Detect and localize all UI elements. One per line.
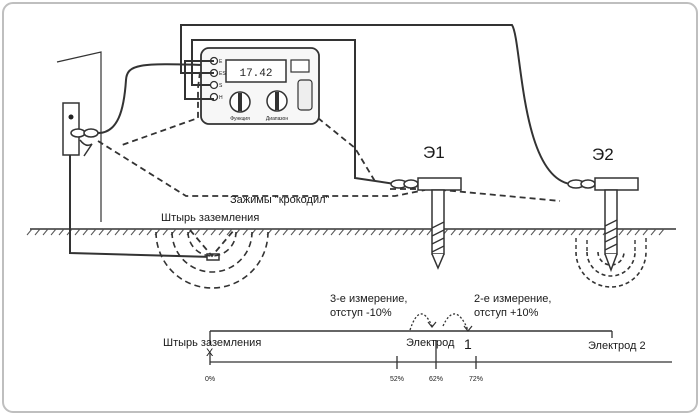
electrode-e1 bbox=[390, 177, 462, 270]
label-measurement-2-line2: отступ +10% bbox=[474, 307, 539, 319]
dashed-route-e1 bbox=[317, 117, 377, 184]
hop-arc-right bbox=[442, 313, 469, 331]
field-arc bbox=[155, 231, 269, 289]
knob-left-label: Функция bbox=[230, 116, 250, 122]
knob-right-label: Диапазон bbox=[266, 116, 288, 122]
wire-to-e1 bbox=[191, 39, 396, 185]
ground-rod bbox=[206, 253, 220, 261]
label-ground-rod-top: Штырь заземления bbox=[161, 212, 259, 224]
terminal-label-e: E bbox=[219, 59, 223, 65]
tester-knob-left[interactable] bbox=[229, 91, 251, 113]
label-electrode-e1: Э1 bbox=[423, 143, 445, 162]
label-electrode-1-num: 1 bbox=[464, 336, 472, 352]
label-pct-52: 52% bbox=[390, 376, 404, 383]
tester-display bbox=[225, 59, 287, 83]
tester-handle bbox=[297, 79, 313, 111]
label-measurement-2-line1: 2-е измерение, bbox=[474, 293, 551, 305]
ground-surface bbox=[26, 228, 676, 236]
label-electrode-1-word: Электрод bbox=[406, 337, 455, 349]
meter-jumper-wire bbox=[184, 60, 214, 100]
wire-to-e2 bbox=[180, 24, 571, 185]
frame-border bbox=[2, 2, 698, 413]
label-pct-0: 0% bbox=[205, 376, 215, 383]
label-clips: Зажимы "крокодил" bbox=[230, 194, 330, 206]
field-arc bbox=[575, 251, 647, 288]
tester-display-value: 17.42 bbox=[239, 68, 272, 80]
terminal-label-s: S bbox=[219, 83, 223, 89]
label-electrode-e2: Э2 bbox=[592, 145, 614, 164]
dashed-route-right bbox=[390, 188, 561, 202]
ground-rod-field-v bbox=[189, 229, 235, 258]
label-measurement-3-line2: отступ -10% bbox=[330, 307, 392, 319]
field-arc bbox=[171, 231, 253, 273]
electrode-e2 bbox=[567, 177, 639, 273]
building-wall bbox=[56, 51, 102, 222]
label-measurement-3-line1: 3-е измерение, bbox=[330, 293, 407, 305]
label-electrode-2: Электрод 2 bbox=[588, 340, 646, 352]
dashed-route-meter bbox=[121, 71, 201, 146]
tester-knob-right[interactable] bbox=[266, 90, 288, 112]
label-ground-rod-bottom: Штырь заземления bbox=[163, 337, 261, 349]
hop-arc-left bbox=[409, 313, 433, 331]
label-pct-62: 62% bbox=[429, 376, 443, 383]
label-x-mark: X bbox=[206, 347, 214, 359]
hop-arrow-left bbox=[427, 321, 437, 328]
field-arc bbox=[597, 251, 625, 266]
wire-wall-to-meter bbox=[97, 63, 205, 134]
terminal-label-h: H bbox=[219, 95, 223, 101]
field-arc bbox=[586, 251, 636, 277]
terminal-label-es: ES bbox=[219, 71, 226, 77]
field-arc bbox=[187, 231, 237, 257]
wall-clamp bbox=[62, 102, 99, 157]
tester-button[interactable] bbox=[290, 59, 310, 73]
dashed-route-main bbox=[97, 140, 426, 197]
ground-rod-wire bbox=[69, 130, 214, 258]
label-pct-72: 72% bbox=[469, 376, 483, 383]
field-arcs bbox=[155, 231, 647, 289]
tester-device: 17.42 E ES S H Функция Диапазон bbox=[200, 47, 320, 125]
